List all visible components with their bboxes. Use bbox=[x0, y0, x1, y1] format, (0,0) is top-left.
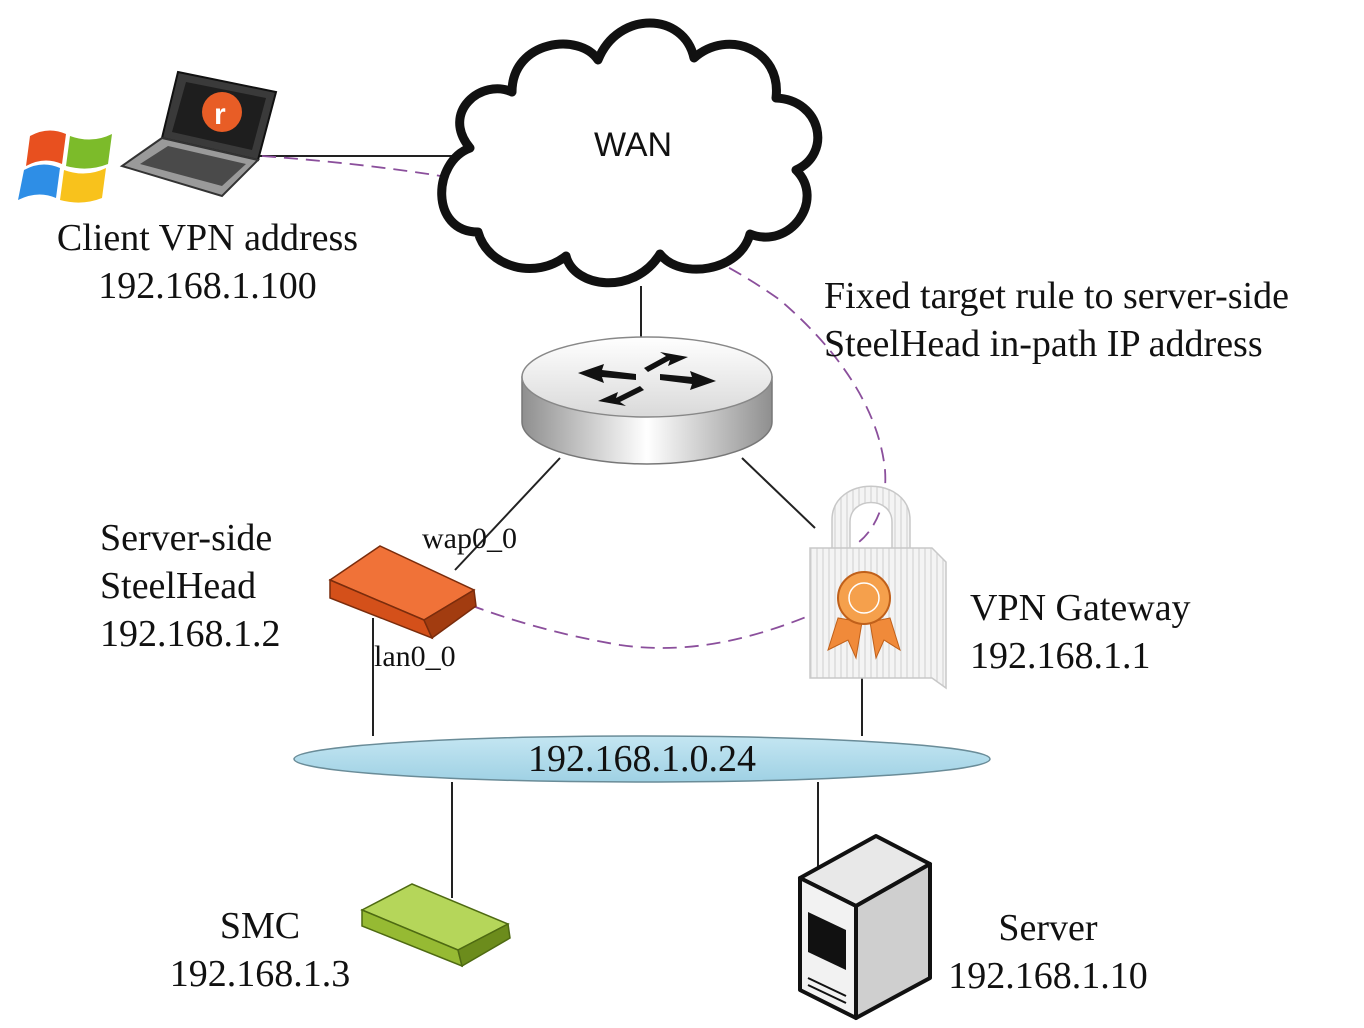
windows-logo-yellow bbox=[60, 168, 106, 203]
lan-segment-bar bbox=[293, 735, 991, 783]
client-vpn-title: Client VPN address bbox=[56, 217, 359, 259]
smc-side bbox=[457, 922, 511, 968]
steelhead-ip: 192.168.1.2 bbox=[100, 613, 281, 655]
windows-logo-icon bbox=[18, 130, 112, 203]
steelhead-label: Server-side SteelHead 192.168.1.2 bbox=[100, 514, 281, 658]
link-router-vpn bbox=[741, 457, 816, 529]
wan-label: WAN bbox=[594, 126, 673, 164]
smc-appliance-icon bbox=[360, 883, 511, 968]
windows-logo-blue bbox=[18, 164, 60, 200]
annotation-line-1: Fixed target rule to server-side bbox=[824, 275, 1289, 317]
smc-ip: 192.168.1.3 bbox=[169, 953, 351, 995]
steelhead-title-line2: SteelHead bbox=[100, 565, 257, 607]
vpn-gateway-title: VPN Gateway bbox=[970, 587, 1191, 629]
client-vpn-ip: 192.168.1.100 bbox=[98, 265, 317, 307]
lan-port-label: lan0_0 bbox=[374, 640, 456, 673]
link-router-steelhead bbox=[454, 457, 561, 571]
server-title: Server bbox=[998, 907, 1098, 949]
laptop-icon: r bbox=[119, 70, 278, 198]
lan-segment bbox=[293, 735, 991, 783]
server-side bbox=[854, 862, 932, 1020]
server-drive-bay bbox=[808, 912, 846, 970]
router-icon bbox=[521, 336, 773, 465]
smc-title: SMC bbox=[219, 905, 301, 947]
steelhead-side bbox=[423, 588, 477, 640]
wan-port-label: wap0_0 bbox=[422, 522, 517, 555]
app-logo-circle bbox=[202, 92, 242, 132]
router-arrows bbox=[578, 352, 716, 406]
router-top bbox=[521, 336, 773, 418]
vpn-gateway-lock-icon bbox=[809, 485, 947, 690]
server-ip: 192.168.1.10 bbox=[948, 955, 1148, 997]
steelhead-title-line1: Server-side bbox=[100, 517, 273, 559]
steelhead-appliance-icon bbox=[328, 545, 477, 640]
annotation-line-2: SteelHead in-path IP address bbox=[824, 323, 1263, 365]
certificate-seal-icon bbox=[827, 571, 901, 660]
vpn-gateway-label: VPN Gateway 192.168.1.1 bbox=[970, 584, 1191, 680]
dashed-path-gateway-to-steelhead bbox=[469, 599, 846, 649]
client-vpn-label: Client VPN address 192.168.1.100 bbox=[30, 214, 385, 310]
laptop-keys bbox=[140, 146, 246, 186]
smc-label: SMC 192.168.1.3 bbox=[150, 902, 370, 998]
windows-logo-red bbox=[26, 130, 66, 166]
wan-cloud-shape bbox=[437, 18, 823, 288]
fixed-target-path bbox=[261, 155, 887, 649]
vpn-gateway-ip: 192.168.1.1 bbox=[970, 635, 1151, 677]
windows-logo-green bbox=[66, 134, 112, 169]
dashed-path-client-to-gateway bbox=[261, 155, 887, 546]
lan-segment-label: 192.168.1.0.24 bbox=[528, 738, 756, 780]
wan-cloud bbox=[437, 18, 823, 288]
server-label: Server 192.168.1.10 bbox=[930, 904, 1166, 1000]
app-logo-letter: r bbox=[214, 98, 226, 131]
fixed-target-annotation: Fixed target rule to server-side SteelHe… bbox=[824, 272, 1289, 368]
lock-shackle bbox=[831, 485, 911, 556]
server-tower-icon bbox=[798, 834, 932, 1020]
